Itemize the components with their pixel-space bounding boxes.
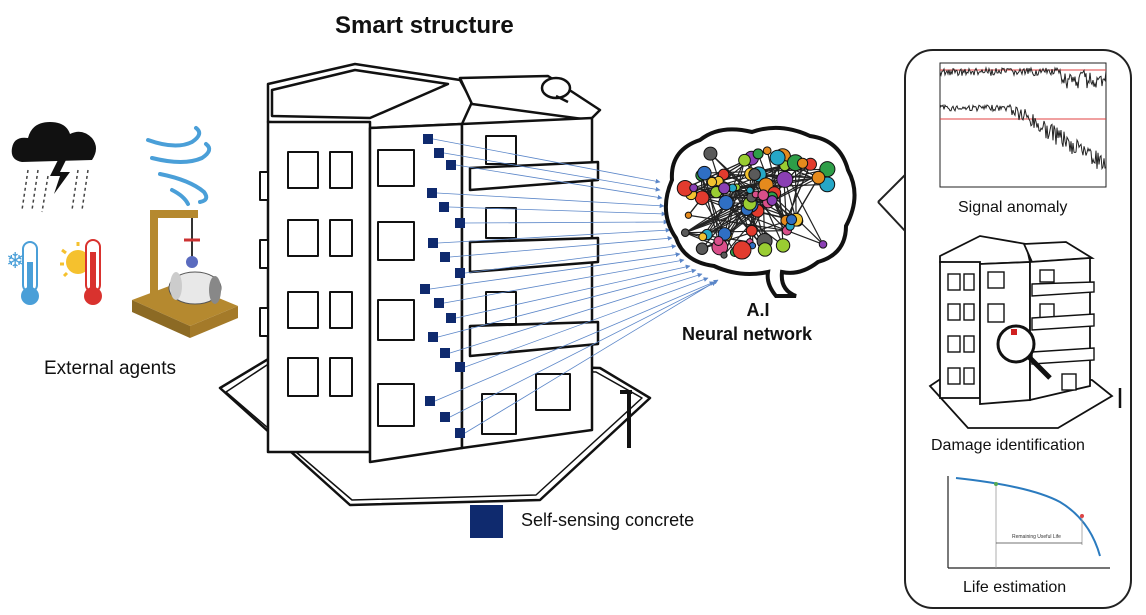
wind-icon bbox=[146, 126, 212, 206]
cold-thermometer-icon: ❄ bbox=[6, 241, 39, 305]
sensor-square bbox=[455, 428, 465, 438]
signal-arrow bbox=[434, 281, 715, 402]
signal-arrow bbox=[464, 277, 709, 368]
signal-arrow bbox=[443, 152, 661, 192]
hot-thermometer-icon bbox=[60, 239, 102, 305]
life-estimation-label: Life estimation bbox=[963, 579, 1067, 596]
storm-cloud-icon bbox=[11, 122, 96, 213]
sensor-square bbox=[455, 218, 465, 228]
sensor-square bbox=[440, 252, 450, 262]
building-illustration bbox=[218, 62, 652, 507]
external-agents-label: External agents bbox=[44, 358, 177, 379]
ai-label: A.I bbox=[746, 300, 770, 320]
signal-arrows bbox=[429, 138, 719, 434]
sensor-square bbox=[428, 332, 438, 342]
signal-arrow bbox=[437, 227, 671, 244]
signal-arrow bbox=[455, 264, 691, 319]
signal-arrow bbox=[429, 252, 681, 290]
self-sensing-concrete-legend-swatch bbox=[470, 505, 503, 538]
diagram-title: Smart structure bbox=[335, 12, 514, 39]
neural-network-label: Neural network bbox=[682, 324, 813, 344]
remaining-useful-life-label: Remaining Useful Life bbox=[1012, 534, 1061, 540]
sensor-square bbox=[440, 412, 450, 422]
signal-arrow bbox=[449, 273, 703, 354]
signal-arrow bbox=[436, 192, 665, 209]
sensor-square bbox=[440, 348, 450, 358]
signal-arrow bbox=[449, 235, 673, 258]
brain-neural-network-icon bbox=[664, 125, 857, 298]
sensor-array bbox=[420, 134, 465, 438]
signal-arrow bbox=[448, 206, 667, 217]
signal-arrow bbox=[464, 244, 677, 274]
sensor-square bbox=[446, 160, 456, 170]
sensor-square bbox=[425, 396, 435, 406]
sensor-square bbox=[446, 313, 456, 323]
signal-anomaly-chart bbox=[939, 62, 1107, 188]
signal-arrow bbox=[443, 258, 685, 304]
sensor-square bbox=[434, 148, 444, 158]
signal-arrow bbox=[464, 279, 719, 434]
legend-label: Self-sensing concrete bbox=[521, 510, 695, 530]
signal-arrow bbox=[464, 219, 669, 225]
sensor-square bbox=[439, 202, 449, 212]
sensor-square bbox=[455, 362, 465, 372]
load-test-rig-icon bbox=[132, 210, 238, 338]
svg-text:❄: ❄ bbox=[6, 249, 24, 274]
signal-arrow bbox=[437, 268, 697, 338]
life-estimation-chart bbox=[947, 476, 1110, 569]
sensor-square bbox=[428, 238, 438, 248]
signal-arrow bbox=[432, 138, 661, 184]
sensor-square bbox=[423, 134, 433, 144]
signal-anomaly-label: Signal anomaly bbox=[958, 199, 1068, 216]
signal-arrow bbox=[455, 164, 663, 200]
sensor-square bbox=[455, 268, 465, 278]
damage-building-illustration bbox=[928, 235, 1122, 429]
sensor-square bbox=[434, 298, 444, 308]
signal-arrow bbox=[449, 281, 717, 418]
sensor-square bbox=[427, 188, 437, 198]
neural-network-nodes bbox=[676, 146, 836, 260]
sensor-square bbox=[420, 284, 430, 294]
damage-identification-label: Damage identification bbox=[931, 437, 1085, 454]
